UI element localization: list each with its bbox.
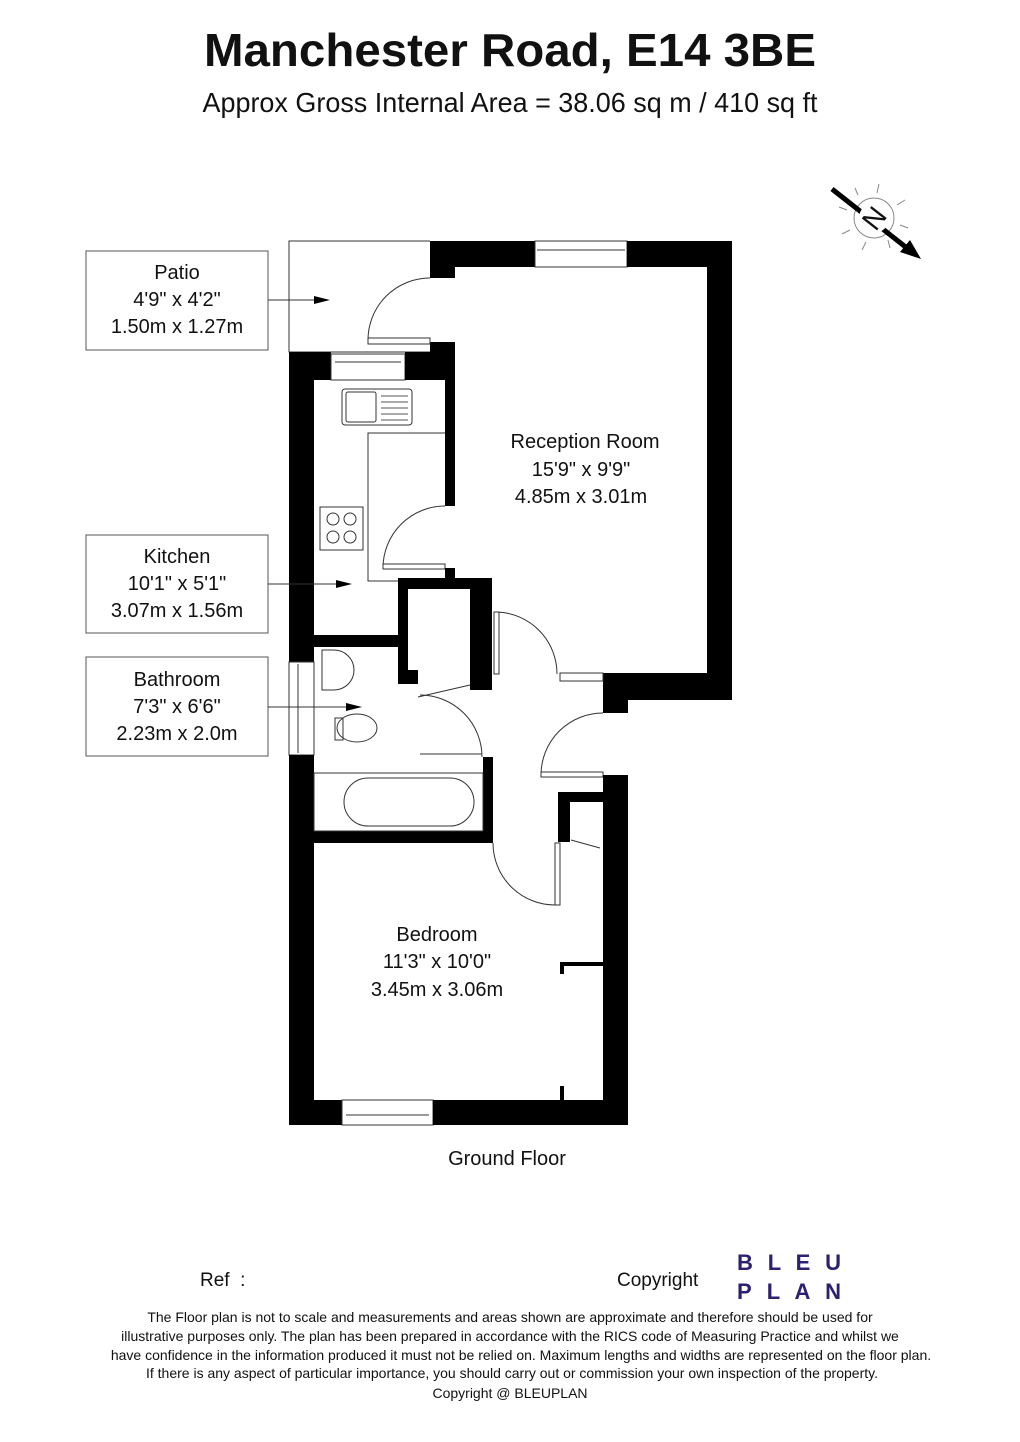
callout-patio: Patio 4'9" x 4'2" 1.50m x 1.27m	[85, 250, 330, 351]
svg-text:have confidence in the informa: have confidence in the information produ…	[111, 1347, 931, 1363]
svg-text:4'9" x 4'2": 4'9" x 4'2"	[133, 289, 220, 311]
svg-text:1.50m x 1.27m: 1.50m x 1.27m	[111, 316, 243, 338]
room-label-reception: Reception Room 15'9" x 9'9" 4.85m x 3.01…	[511, 431, 660, 508]
copyright-label: Copyright	[617, 1270, 699, 1291]
svg-text:11'3" x 10'0": 11'3" x 10'0"	[383, 951, 491, 973]
svg-text:Kitchen: Kitchen	[144, 546, 211, 568]
ref-label: Ref :	[200, 1270, 245, 1291]
svg-text:The Floor plan is not to scale: The Floor plan is not to scale and measu…	[147, 1309, 873, 1325]
disclaimer: The Floor plan is not to scale and measu…	[111, 1309, 931, 1401]
svg-text:Bathroom: Bathroom	[134, 669, 221, 691]
svg-text:10'1" x 5'1": 10'1" x 5'1"	[128, 573, 227, 595]
svg-text:Patio: Patio	[154, 262, 200, 284]
svg-text:B L E U: B L E U	[737, 1250, 841, 1275]
svg-text:4.85m x 3.01m: 4.85m x 3.01m	[515, 486, 647, 508]
area-subtitle: Approx Gross Internal Area = 38.06 sq m …	[203, 87, 818, 118]
svg-text:15'9" x 9'9": 15'9" x 9'9"	[532, 459, 631, 481]
page-title: Manchester Road, E14 3BE	[204, 24, 816, 76]
svg-text:3.07m x 1.56m: 3.07m x 1.56m	[111, 600, 243, 622]
svg-text:3.45m x 3.06m: 3.45m x 3.06m	[371, 979, 503, 1001]
svg-text:Reception Room: Reception Room	[511, 431, 660, 453]
bleuplan-logo: B L E U P L A N	[737, 1250, 841, 1304]
svg-text:7'3" x 6'6": 7'3" x 6'6"	[133, 696, 220, 718]
svg-text:Copyright @ BLEUPLAN: Copyright @ BLEUPLAN	[432, 1385, 587, 1401]
callout-kitchen: Kitchen 10'1" x 5'1" 3.07m x 1.56m	[85, 534, 352, 634]
svg-text:illustrative purposes only. Th: illustrative purposes only. The plan has…	[121, 1328, 899, 1344]
svg-text:P L A N: P L A N	[737, 1279, 841, 1304]
svg-text:If there is any aspect of part: If there is any aspect of particular imp…	[146, 1365, 878, 1381]
svg-text:Bedroom: Bedroom	[396, 924, 477, 946]
floor-plan: Reception Room 15'9" x 9'9" 4.85m x 3.01…	[288, 240, 732, 1126]
callout-bathroom: Bathroom 7'3" x 6'6" 2.23m x 2.0m	[85, 656, 362, 757]
room-label-bedroom: Bedroom 11'3" x 10'0" 3.45m x 3.06m	[371, 924, 503, 1001]
svg-text:2.23m x 2.0m: 2.23m x 2.0m	[116, 723, 237, 745]
floor-label: Ground Floor	[448, 1148, 566, 1170]
north-arrow-icon: N	[830, 183, 921, 259]
